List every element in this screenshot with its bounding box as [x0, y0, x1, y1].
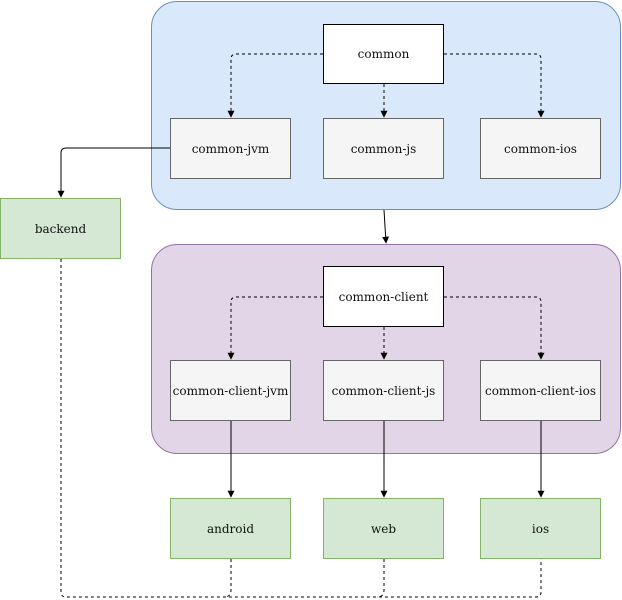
node-common-client-jvm[interactable]: common-client-jvm	[170, 360, 291, 421]
edge-backend-apps-loop	[60, 259, 542, 598]
node-common-jvm[interactable]: common-jvm	[170, 118, 291, 179]
edge-common-jvm-to-backend	[57, 147, 170, 198]
edge-common-to-common-ios	[444, 53, 545, 118]
node-common-client-ios[interactable]: common-client-ios	[480, 360, 601, 421]
node-common-ios[interactable]: common-ios	[480, 118, 601, 179]
edge-common-client-to-client-ios	[444, 296, 545, 360]
edge-common-group-to-common-client-group	[382, 209, 390, 244]
node-backend[interactable]: backend	[0, 198, 121, 259]
node-web[interactable]: web	[323, 498, 444, 559]
edge-web-to-loop	[376, 559, 385, 598]
node-common-client[interactable]: common-client	[323, 266, 444, 327]
node-common-client-js[interactable]: common-client-js	[323, 360, 444, 421]
node-ios[interactable]: ios	[480, 498, 601, 559]
edge-common-to-common-jvm	[227, 53, 323, 118]
node-android[interactable]: android	[170, 498, 291, 559]
node-common[interactable]: common	[323, 24, 444, 84]
node-common-js[interactable]: common-js	[323, 118, 444, 179]
edge-android-to-loop	[223, 559, 232, 598]
edge-common-client-to-client-jvm	[227, 296, 323, 360]
